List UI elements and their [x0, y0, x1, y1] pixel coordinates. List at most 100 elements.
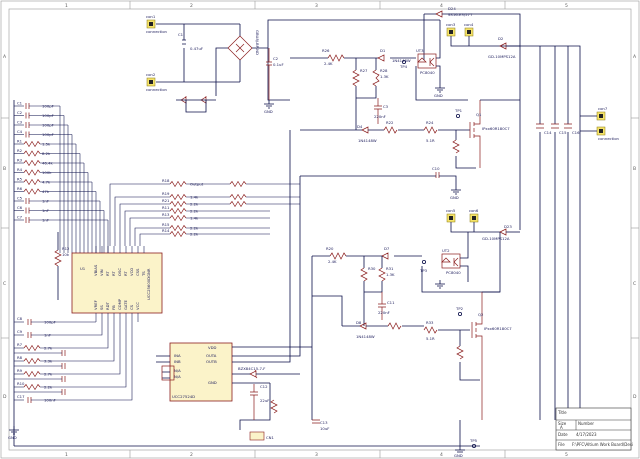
bottom-part-value: 1nF — [44, 333, 51, 338]
left-part-ref: C1 — [17, 101, 23, 106]
d23-value: GD-10MPS12A — [482, 236, 510, 241]
u1-pin-top-label: TS — [141, 271, 146, 277]
c11-ref: C11 — [387, 300, 395, 305]
tp2-ref: TP2 — [455, 306, 464, 311]
bridge-rectifier: GBU8J-BP-ND — [227, 30, 260, 61]
zone-row-c: C — [3, 281, 6, 287]
bottom-part-ref: R8 — [17, 355, 23, 360]
bottom-part-value: 3.3k — [44, 359, 53, 364]
zone-row-d-right: D — [633, 394, 637, 400]
gnd-label-6: GND — [454, 453, 463, 458]
r30-ref: R30 — [368, 266, 376, 271]
tb-date-label: Date — [558, 432, 568, 437]
tp1-ref: TP1 — [454, 108, 463, 113]
left-part-value: 100k — [42, 170, 52, 175]
bottom-part-ref: C8 — [17, 316, 23, 321]
con5-connector: con5 — [446, 208, 456, 223]
mid-part-ref: R14 — [162, 228, 170, 233]
u5-pin-gnd: GND — [208, 380, 217, 385]
tp1-testpoint: TP1 — [454, 108, 463, 119]
gnd-symbol-1: GND — [264, 100, 274, 114]
left-part-ref: R6 — [17, 186, 23, 191]
d1-ref: D1 — [380, 48, 386, 53]
mid-part-value: 2.2k — [190, 226, 199, 231]
gnd-label-3: GND — [450, 195, 459, 200]
con8-label: connection — [598, 136, 620, 141]
c12-ref: C12 — [260, 384, 268, 389]
con2-connector: con2 connection — [146, 72, 168, 92]
left-part-ref: R2 — [17, 148, 23, 153]
c13-ref: C13 — [320, 420, 328, 425]
c2-value: 0.1uF — [273, 62, 284, 67]
u2-optocoupler: UT2 PC8040 — [441, 248, 461, 275]
left-part-value: 46.4k — [42, 161, 53, 166]
u3-ref: UT3 — [416, 48, 424, 53]
c3-ref: C3 — [383, 104, 389, 109]
c10-ref: C10 — [432, 166, 440, 171]
mid-part-value: 2.2k — [190, 209, 199, 214]
tp3-testpoint: TP3 — [419, 259, 428, 273]
bottom-part-r9: R92.7k — [14, 322, 121, 382]
zone-row-b: B — [3, 166, 6, 172]
c14-ref: C14 — [544, 130, 552, 135]
d1-diode: D1 1N4148W — [377, 48, 411, 63]
left-part-value: 47k — [42, 189, 50, 194]
zone-col-1: 1 — [65, 3, 68, 9]
c3-value: 220nF — [374, 114, 386, 119]
bottom-part-value: 100pF — [44, 320, 56, 325]
c12-value: 22uF — [260, 398, 269, 403]
r26-value: 2.4K — [324, 61, 333, 66]
bottom-part-r8: R8 3.3k — [14, 322, 115, 369]
r27-ref: R27 — [360, 68, 368, 73]
r31-value: 1.3K — [386, 272, 395, 277]
zone-col-1-bottom: 1 — [65, 452, 68, 458]
left-part-ref: C7 — [17, 215, 23, 220]
c16-ref: C16 — [572, 130, 580, 135]
mid-part-value: 2.2k — [190, 232, 199, 237]
q2-mosfet: Q2 IPxx60R180C7 — [471, 292, 512, 420]
d4-ref: D4 — [357, 124, 363, 129]
r33-ref: R33 — [426, 320, 434, 325]
tb-date-value: 4/17/2023 — [576, 432, 597, 437]
left-part-value: 1nF — [42, 199, 49, 204]
inner-border — [8, 8, 632, 451]
tb-size-label: Size — [558, 421, 567, 426]
mid-part-value: 1.4k — [190, 195, 199, 200]
c13-capacitor: C13 10uF — [312, 419, 329, 431]
u1-bias-resistor: R12 10k — [54, 246, 70, 267]
left-part-ref: C2 — [17, 110, 23, 115]
r31-resistor: R31 1.3K — [378, 266, 395, 282]
d23-diode: D23 GD-10MPS12A — [482, 224, 512, 241]
cn1-ref: CN1 — [266, 435, 274, 440]
q1-mosfet: Q1 IPxx60R180C7 — [469, 100, 510, 168]
mid-part-ref: R21 — [162, 198, 170, 203]
mid-part-value: Output — [190, 182, 204, 187]
con5-ref: con5 — [446, 208, 456, 213]
cn1-connector: CN1 — [249, 431, 274, 441]
con1-label: connection — [146, 29, 168, 34]
bulk-capacitors: C14 C15 C16 — [536, 46, 580, 420]
r26-ref: R26 — [322, 48, 330, 53]
r12-ref: R12 — [62, 246, 70, 251]
left-part-value: 4.7k — [42, 180, 51, 185]
left-part-value: 1nF — [42, 208, 49, 213]
u1-pin-top-label: VBIAS — [93, 264, 98, 276]
u1-pin-bottom-label: FB — [111, 305, 116, 310]
c15-ref: C15 — [559, 130, 567, 135]
left-part-value: 100pF — [42, 123, 54, 128]
left-part-r2: R28.2k — [14, 148, 81, 253]
tb-size-value: A — [560, 425, 563, 430]
gnd-symbol-4 — [435, 280, 445, 289]
con6-ref: con6 — [469, 208, 479, 213]
gnd-label-5: GND — [8, 435, 17, 440]
bottom-part-ref: C9 — [17, 329, 23, 334]
gnd-label-1: GND — [264, 109, 273, 114]
bottom-part-ref: R7 — [17, 342, 23, 347]
tb-file-label: File — [558, 442, 565, 447]
con6-connector: con6 — [469, 208, 479, 223]
left-part-ref: C4 — [17, 129, 23, 134]
u1-pin-top-label: VIN — [99, 269, 104, 276]
u1-pin-bottom-label: CS — [129, 304, 134, 310]
